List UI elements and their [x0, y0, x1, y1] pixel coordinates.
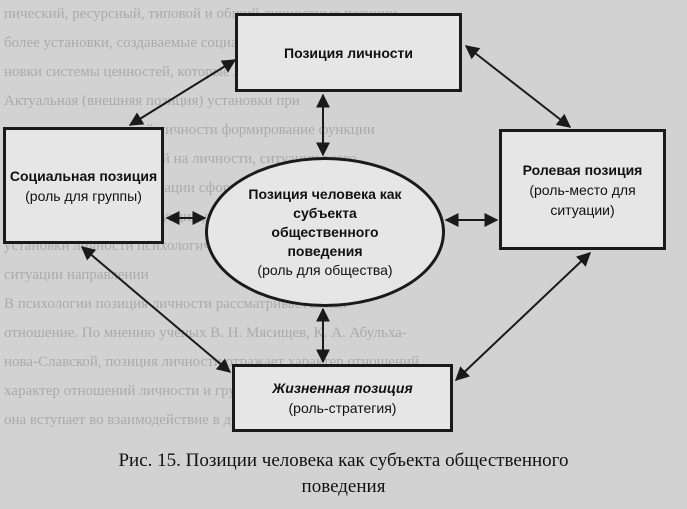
node-personality-title: Позиция личности [284, 44, 413, 61]
node-social-title: Социальная позиция [9, 167, 158, 184]
node-center-position: Позиция человека как субъекта общественн… [205, 157, 445, 307]
node-social-position: Социальная позиция (роль для группы) [3, 127, 164, 244]
node-center-subtitle: (роль для общества) [257, 261, 393, 278]
node-role-title: Ролевая позиция [522, 161, 643, 178]
node-social-subtitle: (роль для группы) [25, 187, 142, 204]
node-role-position: Ролевая позиция (роль-место для ситуации… [499, 129, 666, 250]
node-personality-position: Позиция личности [235, 13, 462, 92]
figure-caption-line-1: Рис. 15. Позиции человека как субъекта о… [118, 450, 569, 471]
figure-caption-line-2: поведения [301, 476, 386, 497]
arrow-role-life [454, 252, 592, 381]
arrow-social-life [80, 246, 232, 373]
node-life-subtitle: (роль-стратегия) [288, 400, 397, 416]
arrow-personality-social [128, 59, 237, 126]
node-life-position: Жизненная позиция (роль-стратегия) [232, 364, 453, 432]
node-role-subtitle: (роль-место для ситуации) [529, 181, 636, 218]
node-center-title: Позиция человека как субъекта общественн… [248, 185, 402, 259]
arrow-personality-role [464, 45, 572, 128]
node-life-title: Жизненная позиция [272, 380, 413, 396]
